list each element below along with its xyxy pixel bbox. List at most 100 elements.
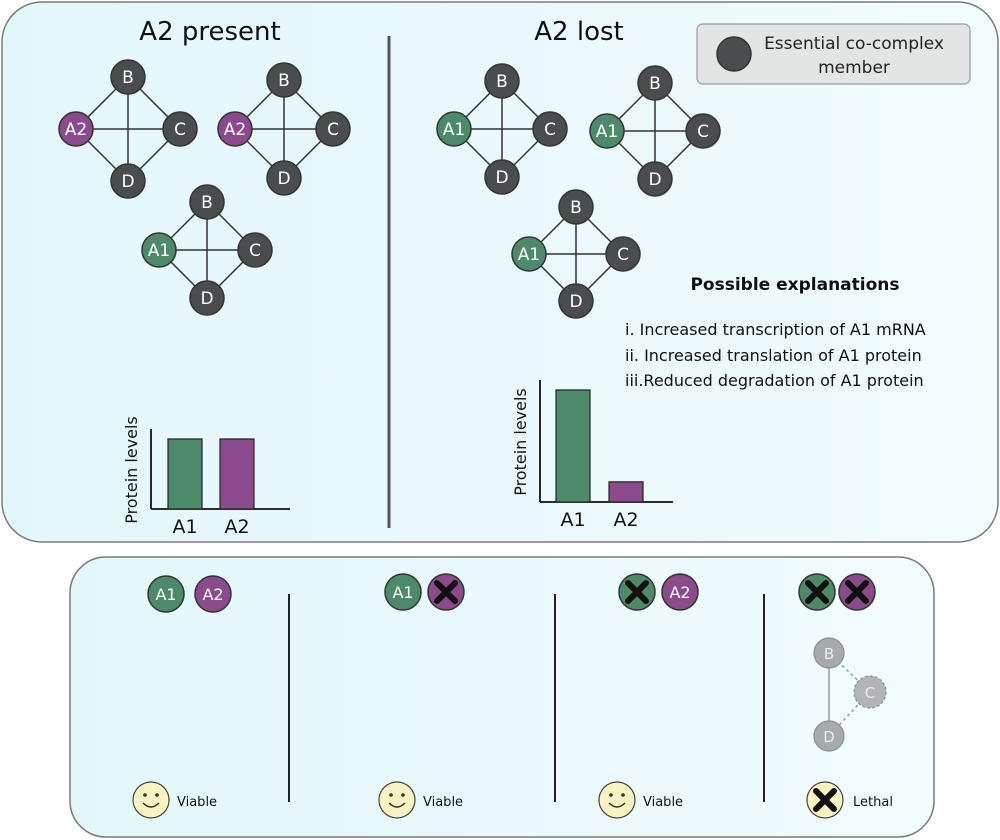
bar-a2 [219, 438, 255, 510]
svg-text:A1: A1 [443, 120, 465, 140]
legend-node-icon [716, 36, 752, 72]
svg-text:A1: A1 [148, 241, 170, 261]
svg-text:A2: A2 [224, 120, 246, 140]
node-a1: A1 [141, 232, 177, 268]
legend-label-line2: member [818, 58, 890, 78]
svg-text:C: C [544, 120, 556, 140]
svg-text:B: B [496, 72, 508, 92]
legend: Essential co-complex member [696, 23, 971, 85]
complex-a2-present-2: B C D A2 [217, 62, 351, 196]
bar-a1 [167, 438, 203, 510]
smiley-icon [378, 781, 416, 819]
outcome-2: Viable [378, 781, 463, 819]
smiley-icon [598, 781, 636, 819]
svg-text:A2: A2 [65, 120, 87, 140]
complex-a1-present: B C D A1 [141, 184, 273, 316]
node-a1: A1 [589, 113, 625, 149]
svg-text:A1: A1 [518, 245, 540, 265]
complex-a1-lost-1: B C D A1 [436, 63, 568, 195]
indicator-col1: A1 A2 [147, 575, 232, 613]
svg-text:A2: A2 [202, 585, 223, 604]
svg-text:A1: A1 [155, 585, 176, 604]
complex-a2-present-1: B C D A2 [58, 59, 198, 199]
outcome-label: Viable [177, 795, 217, 810]
node-a2: A2 [58, 111, 94, 147]
node-d: D [637, 161, 673, 197]
explanation-item-1: i. Increased transcription of A1 mRNA [625, 320, 926, 339]
svg-text:C: C [327, 120, 339, 140]
y-axis-label: Protein levels [511, 388, 530, 496]
tick-label-a2: A2 [613, 509, 638, 531]
node-d: D [110, 163, 146, 199]
node-a1: A1 [436, 111, 472, 147]
node-d: D [484, 159, 520, 195]
svg-text:B: B [278, 71, 290, 91]
complex-a1-lost-3: BC D A1 [511, 189, 641, 319]
indicator-a2: A2 [194, 575, 232, 613]
svg-text:B: B [201, 193, 213, 213]
svg-text:C: C [174, 120, 186, 140]
tick-label-a2: A2 [224, 516, 249, 538]
a2-lost-title: A2 lost [534, 17, 623, 47]
svg-text:A1: A1 [392, 583, 413, 602]
node-c: C [162, 111, 198, 147]
node-d: D [189, 280, 225, 316]
svg-text:D: D [648, 170, 661, 190]
node-b: B [484, 63, 520, 99]
legend-label-line1: Essential co-complex [764, 34, 944, 54]
node-c: C [605, 236, 641, 272]
svg-text:A1: A1 [596, 122, 618, 142]
a2-present-title: A2 present [139, 17, 280, 47]
svg-text:C: C [249, 241, 261, 261]
knockout-a2-icon [427, 573, 465, 611]
svg-text:C: C [865, 684, 875, 702]
indicator-a1: A1 [384, 573, 422, 611]
svg-text:D: D [823, 728, 835, 746]
svg-text:B: B [824, 645, 834, 663]
svg-text:A2: A2 [669, 583, 690, 602]
outcome-label: Viable [643, 795, 683, 810]
svg-text:B: B [122, 68, 134, 88]
node-c: C [685, 113, 721, 149]
y-axis-label: Protein levels [122, 416, 141, 524]
explanations: Possible explanations i. Increased trans… [625, 275, 926, 390]
bar-a2 [608, 481, 644, 503]
indicator-a2: A2 [661, 573, 699, 611]
svg-text:D: D [277, 169, 290, 189]
node-c: C [237, 232, 273, 268]
node-d: D [558, 283, 594, 319]
explanations-title: Possible explanations [690, 275, 899, 295]
outcome-4: Lethal [806, 781, 893, 819]
bar-a1 [555, 389, 591, 503]
outcome-label: Lethal [853, 795, 893, 810]
node-b: B [110, 59, 146, 95]
svg-text:D: D [495, 168, 508, 188]
outcome-1: Viable [132, 781, 217, 819]
lost-node-d: D [813, 720, 845, 752]
indicator-a1: A1 [147, 575, 185, 613]
node-b: B [189, 184, 225, 220]
outcome-label: Viable [423, 795, 463, 810]
lost-node-b: B [813, 637, 845, 669]
knockout-a1-icon [798, 573, 836, 611]
lost-complex: B C D [813, 637, 887, 752]
node-d: D [266, 160, 302, 196]
tick-label-a1: A1 [560, 509, 585, 531]
top-panel [1, 1, 999, 543]
bar-chart-a2-lost: A1 A2 Protein levels [511, 380, 673, 531]
explanation-item-3: iii.Reduced degradation of A1 protein [625, 371, 924, 390]
svg-text:D: D [569, 292, 582, 312]
indicator-col3: A2 [618, 573, 699, 611]
node-a1: A1 [511, 236, 547, 272]
svg-text:B: B [649, 74, 661, 94]
knockout-a1-icon [618, 573, 656, 611]
node-c: C [315, 111, 351, 147]
indicator-col4 [798, 573, 876, 611]
lost-node-c: C [853, 675, 887, 709]
legend-box [696, 23, 971, 85]
svg-text:D: D [200, 289, 213, 309]
node-b: B [558, 189, 594, 225]
node-b: B [637, 65, 673, 101]
svg-text:D: D [121, 172, 134, 192]
